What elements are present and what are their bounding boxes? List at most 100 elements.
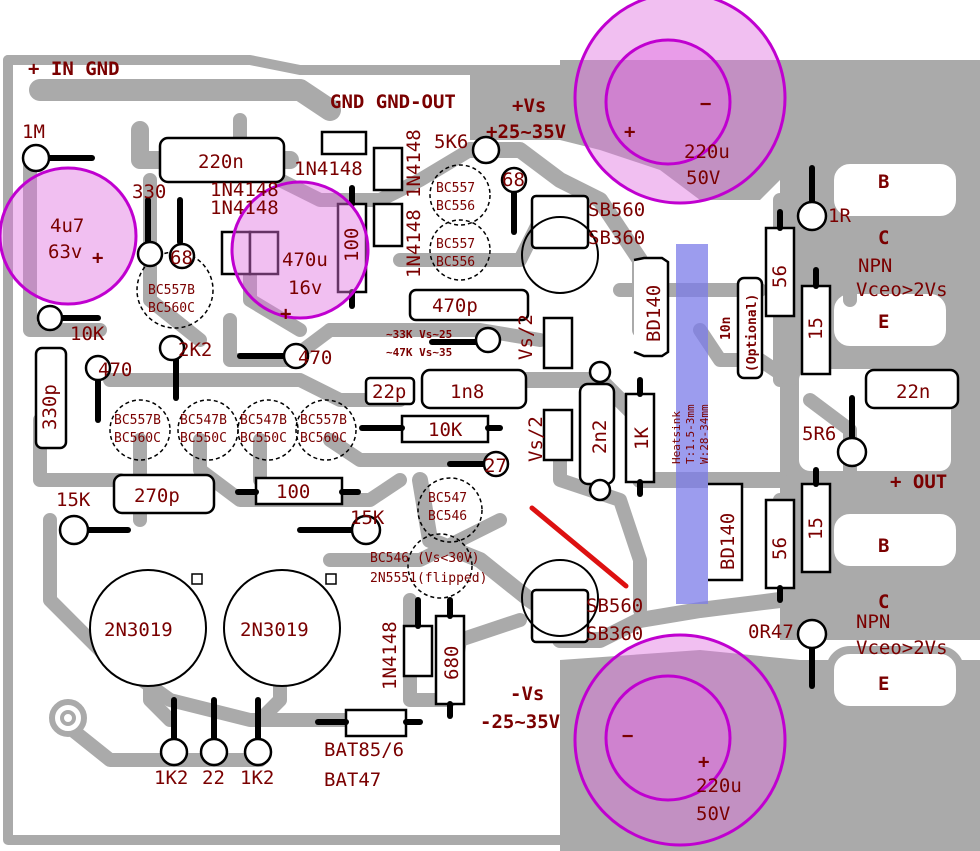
label-1n4148-d: 1N4148 bbox=[403, 129, 425, 198]
minus-220u-b: − bbox=[622, 725, 633, 747]
label-16v: 16v bbox=[288, 277, 322, 299]
label-vceo-b: Vceo>2Vs bbox=[856, 637, 948, 659]
label-2n2: 2n2 bbox=[589, 420, 611, 454]
note-bc546: BC546 (Vs<30V) bbox=[370, 551, 480, 566]
label-gnd-out: GND GND-OUT bbox=[330, 91, 456, 113]
note-47k: ~47K Vs~35 bbox=[386, 346, 452, 359]
label-220n: 220n bbox=[198, 151, 244, 173]
label-b-a: B bbox=[878, 171, 889, 193]
label-0r47: 0R47 bbox=[748, 621, 794, 643]
label-bat85: BAT85/6 bbox=[324, 739, 404, 761]
label-bc556-a: BC556 bbox=[436, 199, 475, 214]
label-heatsink-1: Heatsink bbox=[670, 411, 683, 464]
label-bc557b-1: BC557B bbox=[114, 413, 161, 428]
label-sb360-a: SB360 bbox=[588, 227, 645, 249]
label-vceo-a: Vceo>2Vs bbox=[856, 279, 948, 301]
label-15k-b: 15K bbox=[350, 507, 385, 529]
label-bc550c-2: BC550C bbox=[240, 431, 287, 446]
label-sb560-b: SB560 bbox=[586, 595, 643, 617]
label-470u: 470u bbox=[282, 249, 328, 271]
label-bc557b: BC557B bbox=[148, 283, 195, 298]
label-10k-a: 10K bbox=[70, 323, 105, 345]
note-2n5551: 2N5551(flipped) bbox=[370, 571, 487, 586]
note-33k: ~33K Vs~25 bbox=[386, 328, 452, 341]
plus-220u-a: + bbox=[624, 121, 635, 143]
jumper-wire bbox=[529, 505, 629, 589]
plus-470u: + bbox=[280, 303, 291, 325]
label-1k2-a: 1K2 bbox=[154, 767, 188, 789]
label-bc556-b: BC556 bbox=[436, 255, 475, 270]
label-sb360-b: SB360 bbox=[586, 623, 643, 645]
label-optional: (Optional) bbox=[745, 294, 760, 372]
label-63v: 63v bbox=[48, 241, 82, 263]
label-68a: 68 bbox=[170, 247, 193, 269]
minus-220u-a: − bbox=[700, 93, 711, 115]
label-470b: 470 bbox=[98, 359, 132, 381]
label-1n4148-f: 1N4148 bbox=[379, 621, 401, 690]
label-100h: 100 bbox=[276, 481, 310, 503]
label-27: 27 bbox=[484, 455, 507, 477]
label-100v: 100 bbox=[341, 228, 363, 262]
pads bbox=[21, 135, 868, 767]
label-npn-a: NPN bbox=[858, 255, 892, 277]
label-50v-b: 50V bbox=[696, 803, 730, 825]
label-56-b: 56 bbox=[769, 537, 791, 560]
label-bd140-a: BD140 bbox=[643, 285, 665, 342]
label-bc557-a: BC557 bbox=[436, 181, 475, 196]
label-15-b: 15 bbox=[805, 517, 827, 540]
silkscreen-labels: + IN GND GND GND-OUT +Vs +25~35V -Vs -25… bbox=[22, 58, 948, 825]
label-bc557b-2: BC557B bbox=[300, 413, 347, 428]
label-5r6: 5R6 bbox=[802, 423, 836, 445]
label-10n: 10n bbox=[719, 317, 734, 340]
label-c-b: C bbox=[878, 591, 889, 613]
label-330: 330 bbox=[132, 181, 166, 203]
label-bc547b-2: BC547B bbox=[240, 413, 287, 428]
label-1n4148-b: 1N4148 bbox=[210, 197, 279, 219]
electrolytic-caps bbox=[0, 0, 787, 847]
label-bc557-b: BC557 bbox=[436, 237, 475, 252]
label-1n4148-e: 1N4148 bbox=[403, 209, 425, 278]
label-bd140-b: BD140 bbox=[717, 513, 739, 570]
label-1n4148-c: 1N4148 bbox=[294, 158, 363, 180]
label-270p: 270p bbox=[134, 485, 180, 507]
label-b-b: B bbox=[878, 535, 889, 557]
component-bodies bbox=[34, 130, 960, 738]
label-bc560c-2: BC560C bbox=[300, 431, 347, 446]
label-vs2-b: Vs/2 bbox=[525, 416, 547, 462]
label-bc546: BC546 bbox=[428, 509, 467, 524]
label-vs-neg-range: -25~35V bbox=[480, 711, 560, 733]
label-1k2-b: 1K2 bbox=[240, 767, 274, 789]
plus-4u7: + bbox=[92, 247, 103, 269]
label-sb560-a: SB560 bbox=[588, 199, 645, 221]
label-1n4148-a: 1N4148 bbox=[210, 179, 279, 201]
label-5k6: 5K6 bbox=[434, 131, 468, 153]
label-npn-b: NPN bbox=[856, 611, 890, 633]
label-bc547: BC547 bbox=[428, 491, 467, 506]
label-10k-b: 10K bbox=[428, 419, 463, 441]
label-heatsink-2: T:1.5-3mm bbox=[684, 404, 697, 464]
label-330p: 330p bbox=[39, 384, 61, 430]
label-220u-b: 220u bbox=[696, 775, 742, 797]
label-22p: 22p bbox=[372, 381, 406, 403]
label-vs-neg: -Vs bbox=[510, 683, 544, 705]
plus-220u-b: + bbox=[698, 751, 709, 773]
label-220u-a: 220u bbox=[684, 141, 730, 163]
label-1r: 1R bbox=[828, 205, 851, 227]
label-bc550c-1: BC550C bbox=[180, 431, 227, 446]
label-15k-a: 15K bbox=[56, 489, 91, 511]
label-vs-pos: +Vs bbox=[512, 95, 546, 117]
label-2k2: 2K2 bbox=[178, 339, 212, 361]
label-680: 680 bbox=[441, 646, 463, 680]
label-e-b: E bbox=[878, 673, 889, 695]
label-1m: 1M bbox=[22, 121, 45, 143]
label-bc560c: BC560C bbox=[148, 301, 195, 316]
label-bat47: BAT47 bbox=[324, 769, 381, 791]
label-4u7: 4u7 bbox=[50, 215, 84, 237]
label-2n3019-b: 2N3019 bbox=[240, 619, 309, 641]
label-bc560c-1: BC560C bbox=[114, 431, 161, 446]
label-2n3019-a: 2N3019 bbox=[104, 619, 173, 641]
label-50v-a: 50V bbox=[686, 167, 720, 189]
label-15-a: 15 bbox=[805, 317, 827, 340]
label-heatsink-3: W:28-34mm bbox=[698, 404, 711, 464]
